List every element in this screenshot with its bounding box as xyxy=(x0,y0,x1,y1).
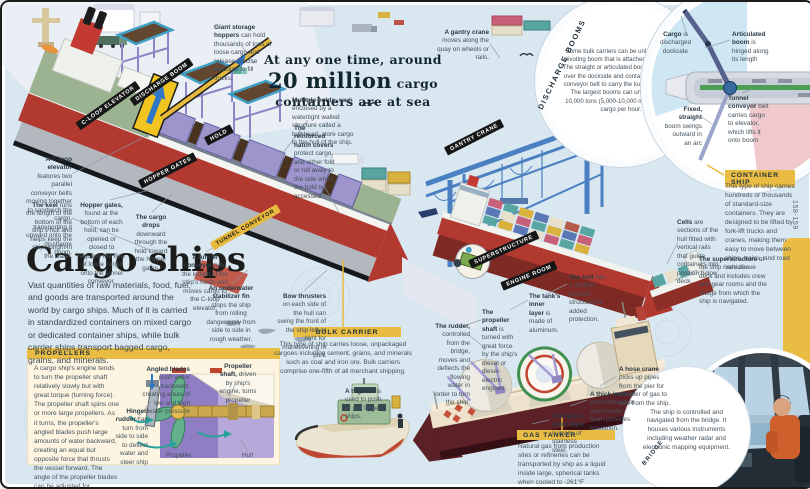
callout-hose-crane: A hose crane picks up pipes from the pie… xyxy=(619,366,671,407)
propellers-body: A cargo ship's engine tends to turn the … xyxy=(34,365,120,489)
callout-thick-layer: A thick layer of polyurethane or polysty… xyxy=(590,391,635,432)
callout-giant-hoppers: Giant storage hoppers can hold thousands… xyxy=(214,24,272,82)
callout-propeller-shaft: The propeller shaft is turned with great… xyxy=(482,309,518,393)
bulk-carrier-body: This type of ship carries loose, unpacka… xyxy=(274,341,412,376)
callout-inner-layer: The tank's inner layer is made of alumin… xyxy=(529,293,561,334)
callout-cells: Cells are sections of the hull fitted wi… xyxy=(677,219,719,286)
fact-line-1: At any one time, around xyxy=(264,52,442,67)
boom-diagram-circle xyxy=(648,2,810,186)
bulk-carrier-heading: BULK CARRIER xyxy=(293,327,401,337)
fact-callout: At any one time, around 20 million cargo… xyxy=(248,52,458,109)
bridge-text-circle: The ship is controlled and navigated fro… xyxy=(623,367,750,487)
gas-tanker-heading: GAS TANKER xyxy=(517,430,615,440)
callout-tunnel-conveyor: A tunnel conveyor runs the length of the… xyxy=(182,254,228,312)
fact-number: 20 million xyxy=(267,68,392,93)
bridge-body: The ship is controlled and navigated fro… xyxy=(642,408,731,451)
stabilizer-fin-shadow xyxy=(194,260,248,294)
callout-keel: The keel runs the length of the bottom o… xyxy=(26,202,72,260)
page-edge-tab xyxy=(783,238,810,364)
callout-hatch-covers: The reinforced hatch covers protect carg… xyxy=(294,125,335,200)
callout-tugboat: A tugboat is used to push or pull larger… xyxy=(345,388,382,421)
fact-line-3: containers are at sea xyxy=(275,94,431,109)
intro-paragraph: Vast quantities of raw materials, food, … xyxy=(28,280,192,365)
callout-c-loop-elevator: A C-loop elevator features two parallel … xyxy=(26,156,72,256)
callout-superstructure: The superstructure of the ship rises abo… xyxy=(699,256,767,306)
callout-articulated-boom: Articulated boom is hinged along its len… xyxy=(732,31,769,64)
callout-tunnel-belt: Tunnel conveyor belt carries cargo to el… xyxy=(728,95,769,145)
callout-hinged-rudder: Hinged rudder can turn from side to side… xyxy=(115,408,148,466)
callout-outer-layer: The tank's outer layer is made of stainl… xyxy=(552,413,585,454)
callout-cargo-discharged: Cargo is discharged dockside xyxy=(660,31,692,55)
container-ship-body: This type of ship carries hundreds or th… xyxy=(725,183,795,272)
discharge-booms-body: Some bulk carriers can be unloaded by a … xyxy=(562,47,680,114)
shark-silhouettes xyxy=(224,320,312,350)
callout-multiple-holds: Multiple holds, each enclosed by a water… xyxy=(292,97,354,147)
callout-cargo-drops: The cargo drops downward through the hol… xyxy=(134,214,168,272)
callout-hull: The hull has a double-layered structure … xyxy=(569,274,606,324)
callout-rudder: The rudder, controlled from the bridge, … xyxy=(435,323,470,407)
gas-tanker-body: Natural gas from production sites or ref… xyxy=(518,443,606,487)
page-number: 158-159 xyxy=(791,200,798,230)
label-hull: Hull xyxy=(242,452,254,459)
label-propeller: Propeller xyxy=(166,452,192,459)
callout-bow-thrusters: Bow thrusters on each side of the hull c… xyxy=(277,293,326,360)
propellers-heading: PROPELLERS xyxy=(27,348,280,359)
callout-hopper-gates: Hopper gates, found at the bottom of eac… xyxy=(78,202,125,286)
callout-gantry-crane: A gantry crane moves along the quay on w… xyxy=(437,29,489,62)
callout-stabilizer: An underwater stabilizer fin stops the s… xyxy=(206,285,256,343)
container-ship-heading: CONTAINER SHIP xyxy=(725,170,795,187)
callout-fixed-boom: Fixed, straight boom swings outward in a… xyxy=(664,106,702,147)
callout-propeller-shaft-small: Propeller shaft, driven by ship's engine… xyxy=(219,363,257,404)
